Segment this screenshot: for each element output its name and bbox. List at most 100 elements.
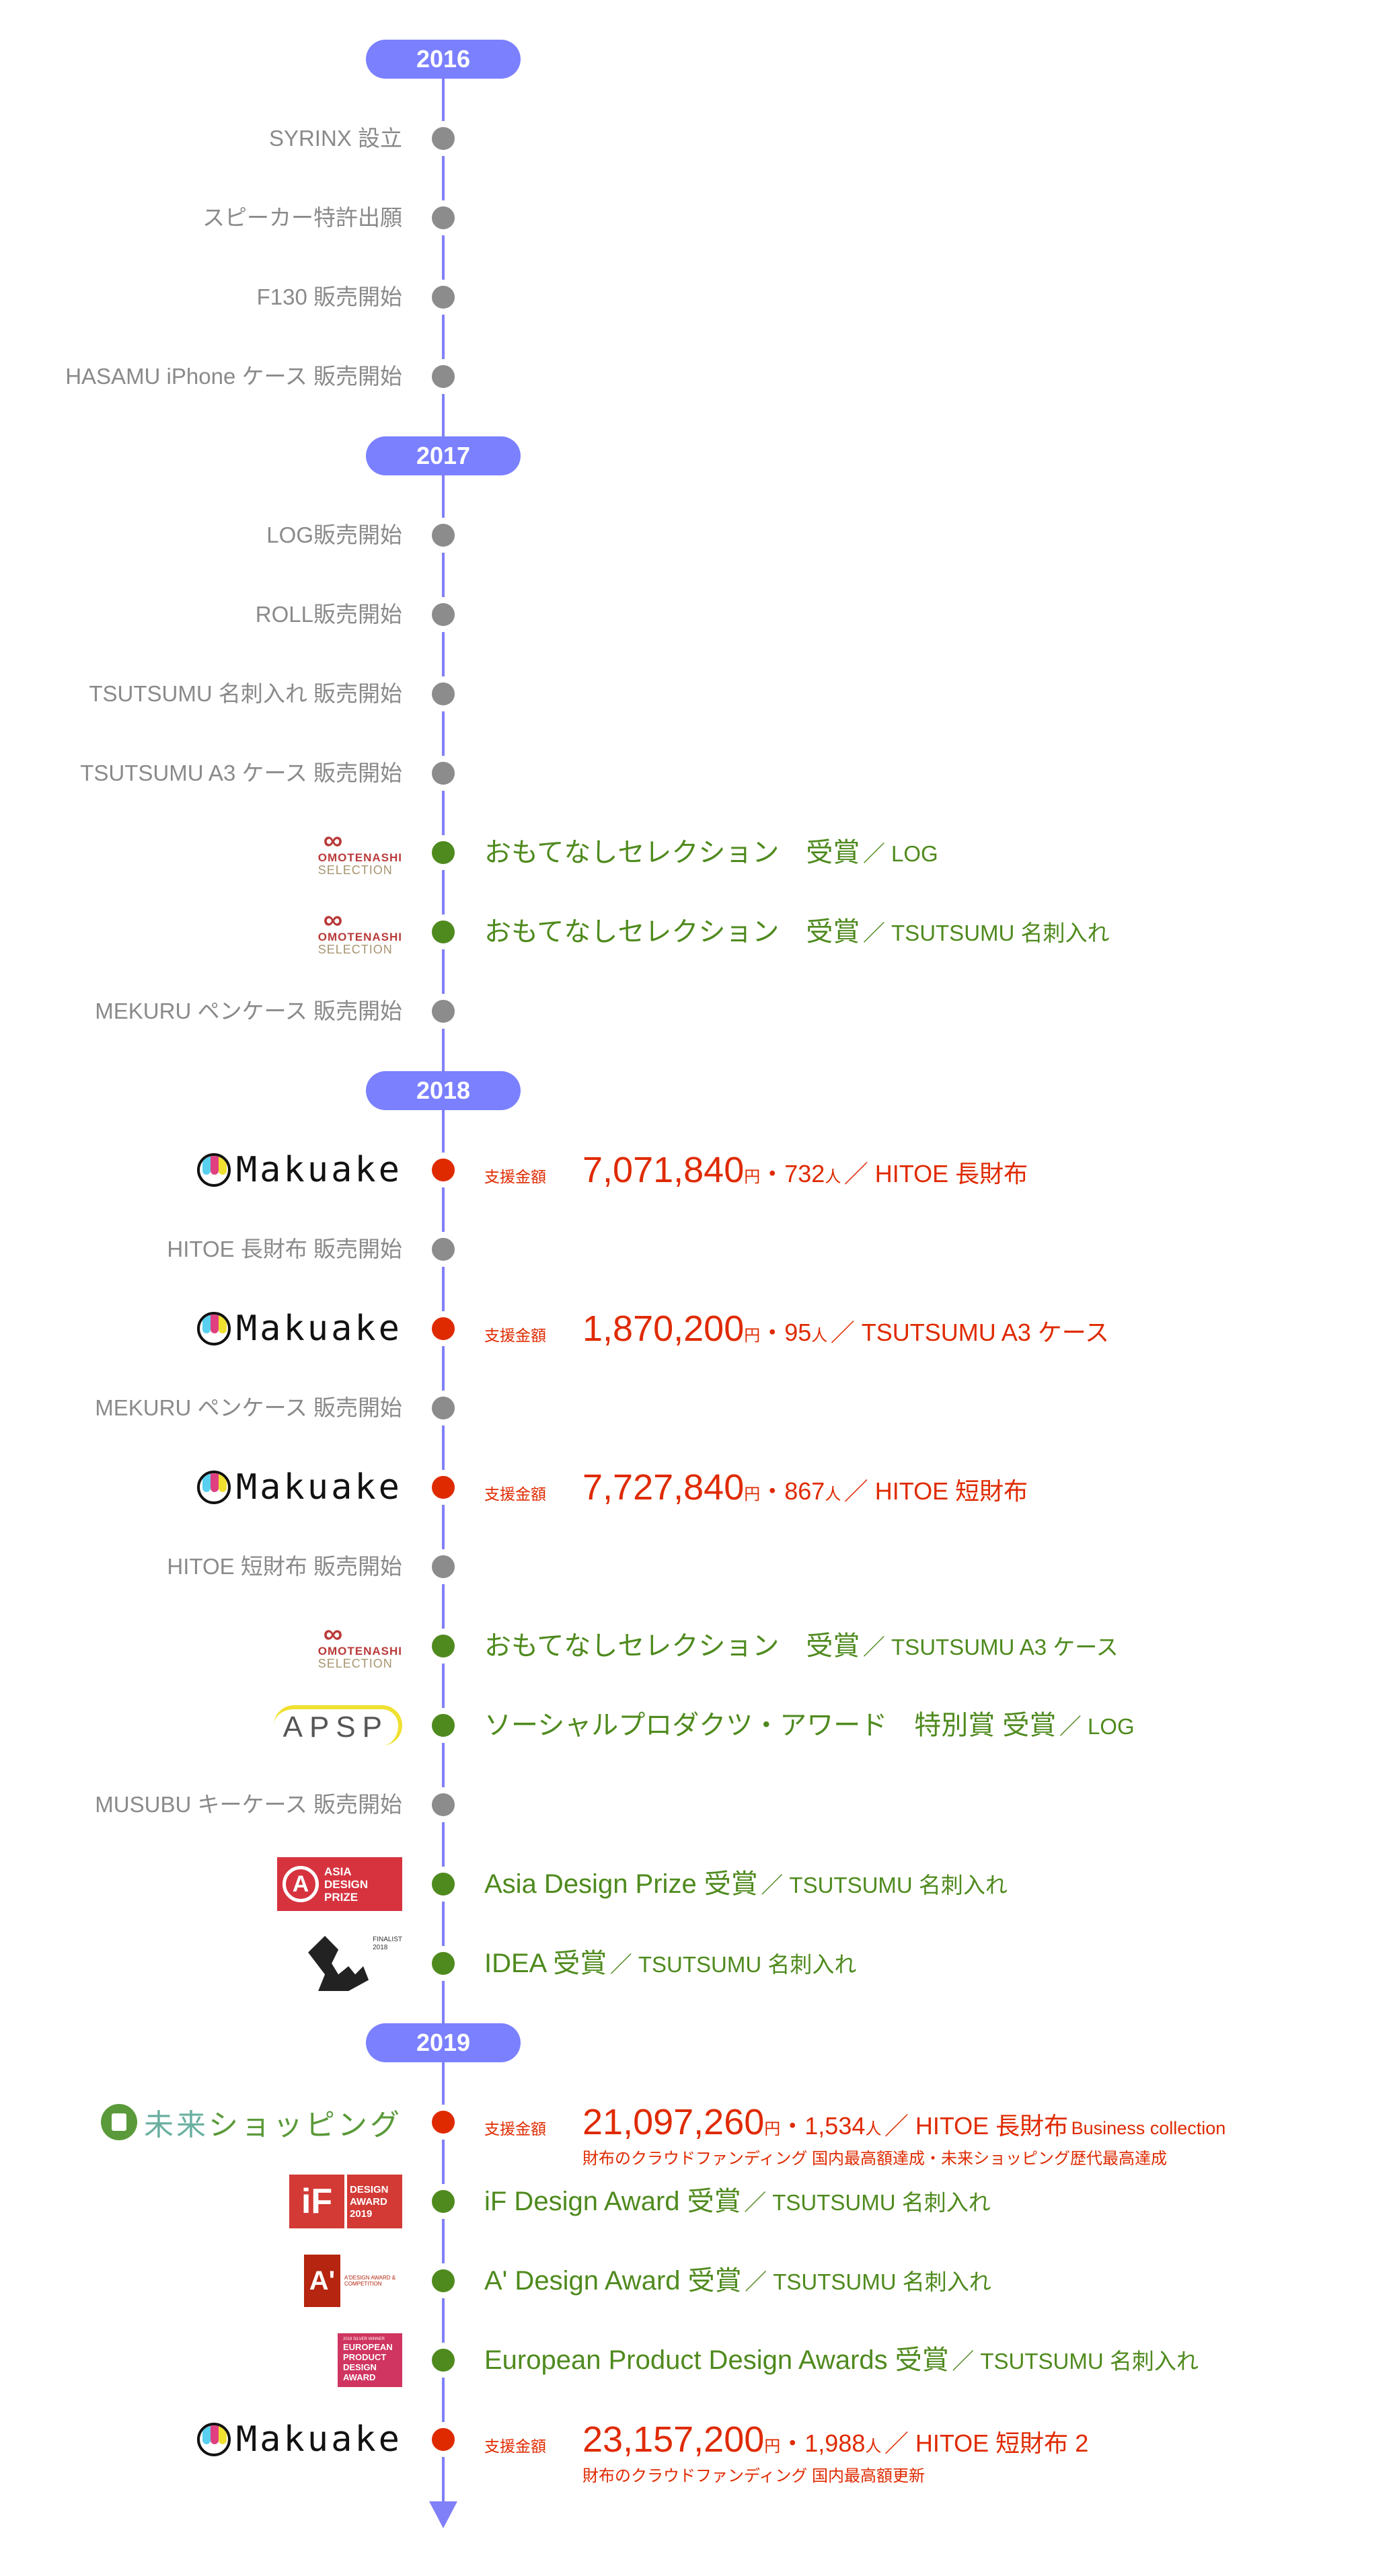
award-title: IDEA 受賞 [484, 1949, 607, 1978]
award-text: おもてなしセレクション 受賞 ／ TSUTSUMU 名刺入れ [484, 914, 1110, 955]
award-text: European Product Design Awards 受賞 ／ TSUT… [484, 2343, 1199, 2384]
people-unit: 人 [811, 1327, 828, 1345]
if-line: AWARD [350, 2196, 387, 2208]
funding-label: 支援金額 [484, 1327, 546, 1344]
award-text: Asia Design Prize 受賞 ／ TSUTSUMU 名刺入れ [484, 1867, 1008, 1908]
separator: ・ [760, 1477, 785, 1505]
award-product: ／ LOG [1059, 1714, 1135, 1739]
event-text: TSUTSUMU A3 ケース 販売開始 [80, 760, 402, 785]
event-text: MUSUBU キーケース 販売開始 [95, 1792, 402, 1817]
award-title: ソーシャルプロダクツ・アワード 特別賞 受賞 [484, 1711, 1057, 1740]
event-text: MEKURU ペンケース 販売開始 [95, 1395, 402, 1420]
red-dot-icon [426, 1153, 461, 1187]
award-title: A' Design Award 受賞 [484, 2266, 742, 2296]
year-badge: 2016 [366, 40, 521, 79]
gray-dot-icon [426, 200, 461, 235]
gray-dot-icon [426, 280, 461, 315]
adp-line: PRIZE [324, 1890, 359, 1904]
funding-label: 支援金額 [484, 1168, 546, 1185]
if-line: 2019 [350, 2208, 373, 2220]
a-design-logo: A'A'DESIGN AWARD & COMPETITION [304, 2254, 402, 2308]
makuake-icon [196, 1471, 231, 1504]
if-line: DESIGN [350, 2184, 389, 2195]
green-dot-icon [426, 835, 461, 870]
award-product: ／ TSUTSUMU 名刺入れ [609, 1952, 857, 1977]
yen-unit: 円 [764, 2437, 781, 2456]
backers-count: 1,534 [804, 2112, 866, 2140]
gray-dot-icon [426, 994, 461, 1029]
gray-dot-icon [426, 121, 461, 156]
red-dot-icon [426, 1470, 461, 1505]
makuake-icon [196, 2423, 231, 2456]
event-text: HITOE 長財布 販売開始 [167, 1237, 402, 1261]
makuake-logo: Makuake [196, 2413, 402, 2466]
makuake-logo-mark: Makuake [196, 1309, 402, 1349]
funding-label: 支援金額 [484, 1485, 546, 1503]
award-title: おもてなしセレクション 受賞 [484, 917, 860, 947]
red-dot-icon [426, 2105, 461, 2140]
adp-line: ASIA [324, 1865, 352, 1878]
red-dot-icon [426, 1311, 461, 1346]
separator: ・ [760, 1319, 785, 1346]
makuake-logo: Makuake [196, 1143, 402, 1197]
idea-shape-icon [308, 1936, 369, 1991]
epda-line: AWARD [343, 2372, 376, 2382]
funding-product: ／ HITOE 長財布 [884, 2112, 1069, 2140]
funding-amount: 21,097,260 [582, 2102, 765, 2142]
apsp-logo: APSP [273, 1699, 402, 1752]
idea-line: 2018 [373, 1944, 388, 1951]
people-unit: 人 [865, 2437, 882, 2456]
award-product: ／ TSUTSUMU A3 ケース [862, 1635, 1119, 1660]
shopping-bag-icon [101, 2104, 137, 2140]
makuake-wordmark: Makuake [235, 1467, 402, 1508]
funding-amount: 7,727,840 [582, 1467, 745, 1508]
gray-dot-icon [426, 756, 461, 791]
separator: ・ [780, 2112, 805, 2140]
omotenashi-line2: SELECTION [317, 943, 393, 956]
award-product: ／ LOG [862, 841, 938, 866]
green-dot-icon [426, 1946, 461, 1981]
omotenashi-line1: OMOTENASHI [317, 931, 402, 943]
adp-line: DESIGN [324, 1877, 369, 1891]
event-text: HASAMU iPhone ケース 販売開始 [65, 364, 402, 389]
award-text: A' Design Award 受賞 ／ TSUTSUMU 名刺入れ [484, 2263, 991, 2304]
gray-dot-icon [426, 1787, 461, 1822]
award-title: Asia Design Prize 受賞 [484, 1869, 758, 1899]
yen-unit: 円 [744, 1327, 761, 1345]
backers-count: 867 [784, 1477, 825, 1505]
epda-line: DESIGN [343, 2362, 377, 2372]
funding-amount: 23,157,200 [582, 2419, 765, 2460]
epda-line: EUROPEAN [343, 2342, 393, 2352]
infinity-icon: ∞ [323, 905, 343, 935]
backers-count: 732 [784, 1160, 825, 1187]
a-design-mark: A'A'DESIGN AWARD & COMPETITION [304, 2255, 402, 2307]
makuake-logo-mark: Makuake [196, 2419, 402, 2460]
people-unit: 人 [865, 2120, 882, 2138]
year-badge: 2017 [366, 436, 521, 475]
idea-line: FINALIST [373, 1936, 402, 1943]
makuake-icon [196, 1153, 231, 1187]
award-text: おもてなしセレクション 受賞 ／ TSUTSUMU A3 ケース [484, 1629, 1119, 1670]
makuake-wordmark: Makuake [235, 1150, 402, 1190]
award-title: European Product Design Awards 受賞 [484, 2345, 949, 2375]
funding-note: 財布のクラウドファンディング 国内最高額達成・未来ショッピング歴代最高達成 [582, 2150, 1167, 2168]
gray-dot-icon [426, 1549, 461, 1584]
makuake-logo-mark: Makuake [196, 1467, 402, 1508]
green-dot-icon [426, 1629, 461, 1664]
mirai-logo: 未来ショッピング [101, 2095, 402, 2149]
event-text: LOG販売開始 [266, 522, 402, 547]
